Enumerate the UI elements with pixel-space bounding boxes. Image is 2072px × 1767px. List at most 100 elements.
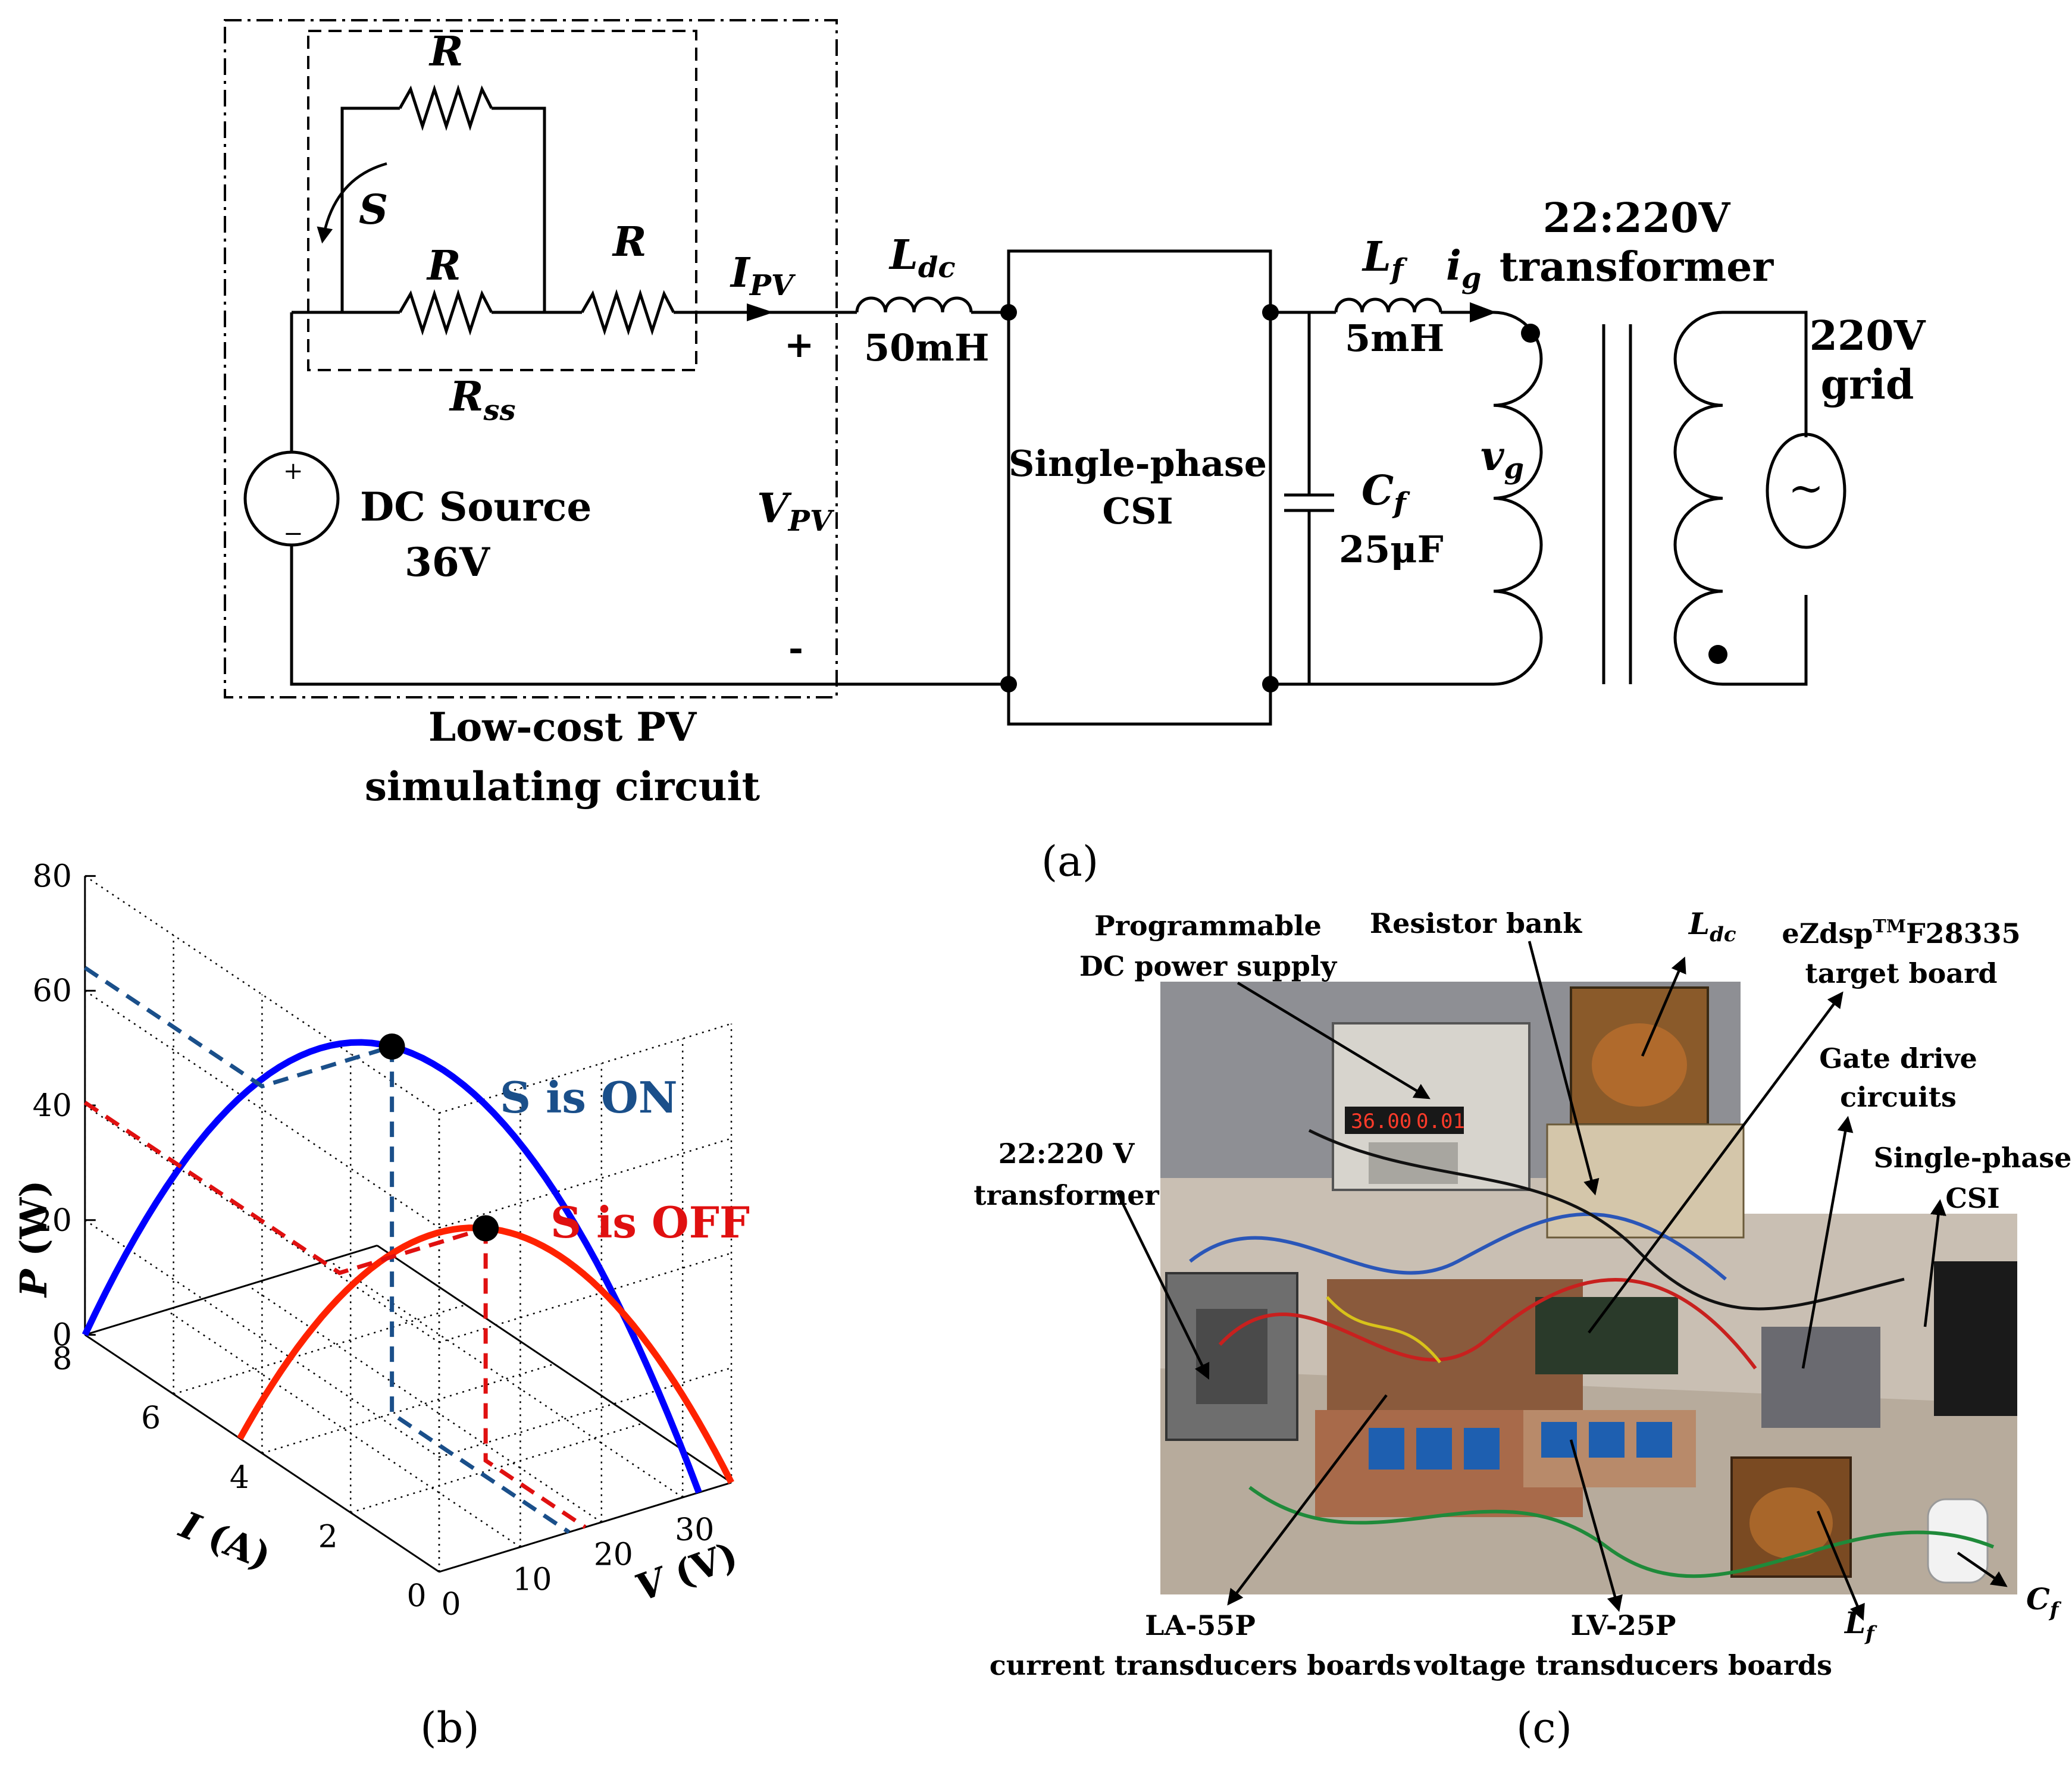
label-ldc: Ldc bbox=[888, 231, 956, 284]
chart-series bbox=[82, 966, 734, 1534]
z-tick-label: 40 bbox=[33, 1088, 72, 1124]
z-tick-label: 20 bbox=[33, 1203, 72, 1239]
label-cf: Cf bbox=[1361, 467, 1410, 520]
secondary-dot bbox=[1708, 645, 1727, 664]
label-grid: grid bbox=[1821, 361, 1914, 409]
label-la55p-2: current transducers boards bbox=[990, 1649, 1411, 1681]
photo-wire-green bbox=[1248, 1486, 1995, 1578]
photo-ldc-coil bbox=[1592, 1023, 1687, 1107]
label-plus: + bbox=[784, 324, 814, 366]
label-la55p-1: LA-55P bbox=[1145, 1609, 1256, 1641]
axis-edge-line bbox=[377, 1245, 732, 1484]
callout-arrow-csi bbox=[1923, 1199, 1946, 1327]
label-resistor-bank: Resistor bank bbox=[1370, 907, 1582, 939]
callout-arrow-gate-drive bbox=[1801, 1116, 1854, 1369]
x-tick-label: 10 bbox=[512, 1562, 552, 1597]
series-label-on: S is ON bbox=[500, 1072, 678, 1123]
label-photo-ldc: Ldc bbox=[1688, 906, 1736, 947]
label-programmable-2: DC power supply bbox=[1079, 950, 1338, 982]
x-tick-label: 30 bbox=[675, 1512, 714, 1548]
mpp-point bbox=[378, 1033, 405, 1060]
pv-circuit-box bbox=[224, 19, 838, 698]
source-plus-sign: + bbox=[283, 458, 303, 485]
y-axis-label: I (A) bbox=[173, 1502, 277, 1578]
label-photo-csi-2: CSI bbox=[1945, 1182, 1999, 1214]
label-csi-1: Single-phase bbox=[1009, 443, 1267, 485]
z-tick-label: 60 bbox=[33, 973, 72, 1009]
resistor-mid bbox=[398, 289, 493, 336]
label-csi-2: CSI bbox=[1102, 491, 1173, 532]
photo-power-display bbox=[1345, 1107, 1464, 1134]
callout-arrow-power-supply bbox=[1237, 982, 1431, 1099]
caption-b: (b) bbox=[420, 1703, 479, 1752]
photo-display-right: 0.01 bbox=[1416, 1110, 1465, 1133]
y-tick-label: 6 bbox=[141, 1401, 161, 1436]
label-dc-voltage: 36V bbox=[405, 539, 491, 585]
photo-wire-red bbox=[1218, 1277, 1757, 1370]
photo-display-left: 36.00 bbox=[1351, 1110, 1411, 1133]
label-lv25p-1: LV-25P bbox=[1571, 1609, 1676, 1641]
caption-c: (c) bbox=[1516, 1703, 1572, 1752]
photo-lv25p-blue bbox=[1589, 1422, 1625, 1458]
y-tick-label: 0 bbox=[406, 1578, 426, 1614]
panel-a-circuit: R S R R Rss IPV Ldc 50mH + VPV - + − DC … bbox=[224, 19, 1926, 886]
photo-wire-black bbox=[1308, 1129, 1905, 1311]
top-branch-wire bbox=[340, 106, 400, 312]
label-photo-csi-1: Single-phase bbox=[1874, 1142, 2072, 1174]
grid-line bbox=[84, 1104, 440, 1343]
label-minus: - bbox=[788, 628, 803, 669]
y-tick-label: 2 bbox=[318, 1519, 338, 1555]
label-ezdsp: eZdspTMF28335 bbox=[1782, 916, 2020, 950]
mpp-projection-dashed bbox=[83, 966, 393, 1089]
mpp-projection-dashed bbox=[483, 1228, 587, 1529]
grid-line bbox=[84, 990, 440, 1229]
chart-axes bbox=[84, 875, 732, 1573]
x-tick-label: 0 bbox=[441, 1587, 461, 1622]
label-lv25p-2: voltage transducers boards bbox=[1414, 1649, 1832, 1681]
photo-wire-blue bbox=[1189, 1212, 1727, 1281]
grid-line bbox=[439, 1252, 732, 1343]
label-r-mid: R bbox=[426, 242, 461, 290]
callout-arrow-cf bbox=[1957, 1552, 2008, 1587]
label-grid-voltage: 220V bbox=[1810, 312, 1926, 360]
photo-lf-coil bbox=[1749, 1487, 1833, 1559]
transformer-secondary bbox=[1673, 311, 1723, 686]
ac-symbol: ~ bbox=[1788, 463, 1824, 513]
grid-line bbox=[350, 1423, 643, 1514]
label-pv-circuit-2: simulating circuit bbox=[365, 763, 760, 810]
csi-box bbox=[1007, 249, 1272, 726]
grid-line bbox=[84, 1219, 440, 1458]
label-r-series: R bbox=[612, 218, 647, 266]
series-label-off: S is OFF bbox=[550, 1197, 750, 1248]
photo-wire-yellow bbox=[1326, 1296, 1441, 1364]
label-lf: Lf bbox=[1361, 233, 1408, 286]
secondary-out-wire bbox=[1723, 311, 1808, 686]
grid-line bbox=[328, 1260, 683, 1498]
grid-line bbox=[165, 1309, 521, 1548]
inductor-ldc bbox=[855, 296, 973, 313]
label-programmable-1: Programmable bbox=[1094, 910, 1322, 942]
label-transformer: transformer bbox=[1500, 243, 1774, 291]
photo-csi-heatsink bbox=[1934, 1261, 2017, 1416]
source-minus-sign: − bbox=[283, 520, 303, 547]
grid-line bbox=[439, 1367, 732, 1458]
callout-arrow-lv25p bbox=[1569, 1439, 1623, 1612]
transformer-primary bbox=[1493, 311, 1543, 686]
photo-la55p-blue bbox=[1416, 1428, 1452, 1470]
label-r-top: R bbox=[428, 28, 464, 76]
transformer-core bbox=[1602, 324, 1632, 684]
label-dc-source: DC Source bbox=[360, 484, 591, 530]
photo-resistor-bank bbox=[1546, 1123, 1745, 1239]
label-ldc-value: 50mH bbox=[864, 326, 989, 369]
label-photo-transformer-1: 22:220 V bbox=[999, 1138, 1135, 1170]
photo-keypad bbox=[1369, 1142, 1458, 1184]
source-bottom-wire bbox=[290, 545, 1009, 686]
label-vg: vg bbox=[1481, 433, 1524, 485]
grid-line bbox=[246, 1284, 602, 1523]
y-tick-label: 8 bbox=[52, 1342, 72, 1377]
label-vpv: VPV bbox=[757, 485, 835, 538]
callout-arrow-resistor-bank bbox=[1528, 941, 1600, 1196]
z-tick-label: 0 bbox=[52, 1318, 72, 1354]
primary-dot bbox=[1521, 324, 1540, 343]
